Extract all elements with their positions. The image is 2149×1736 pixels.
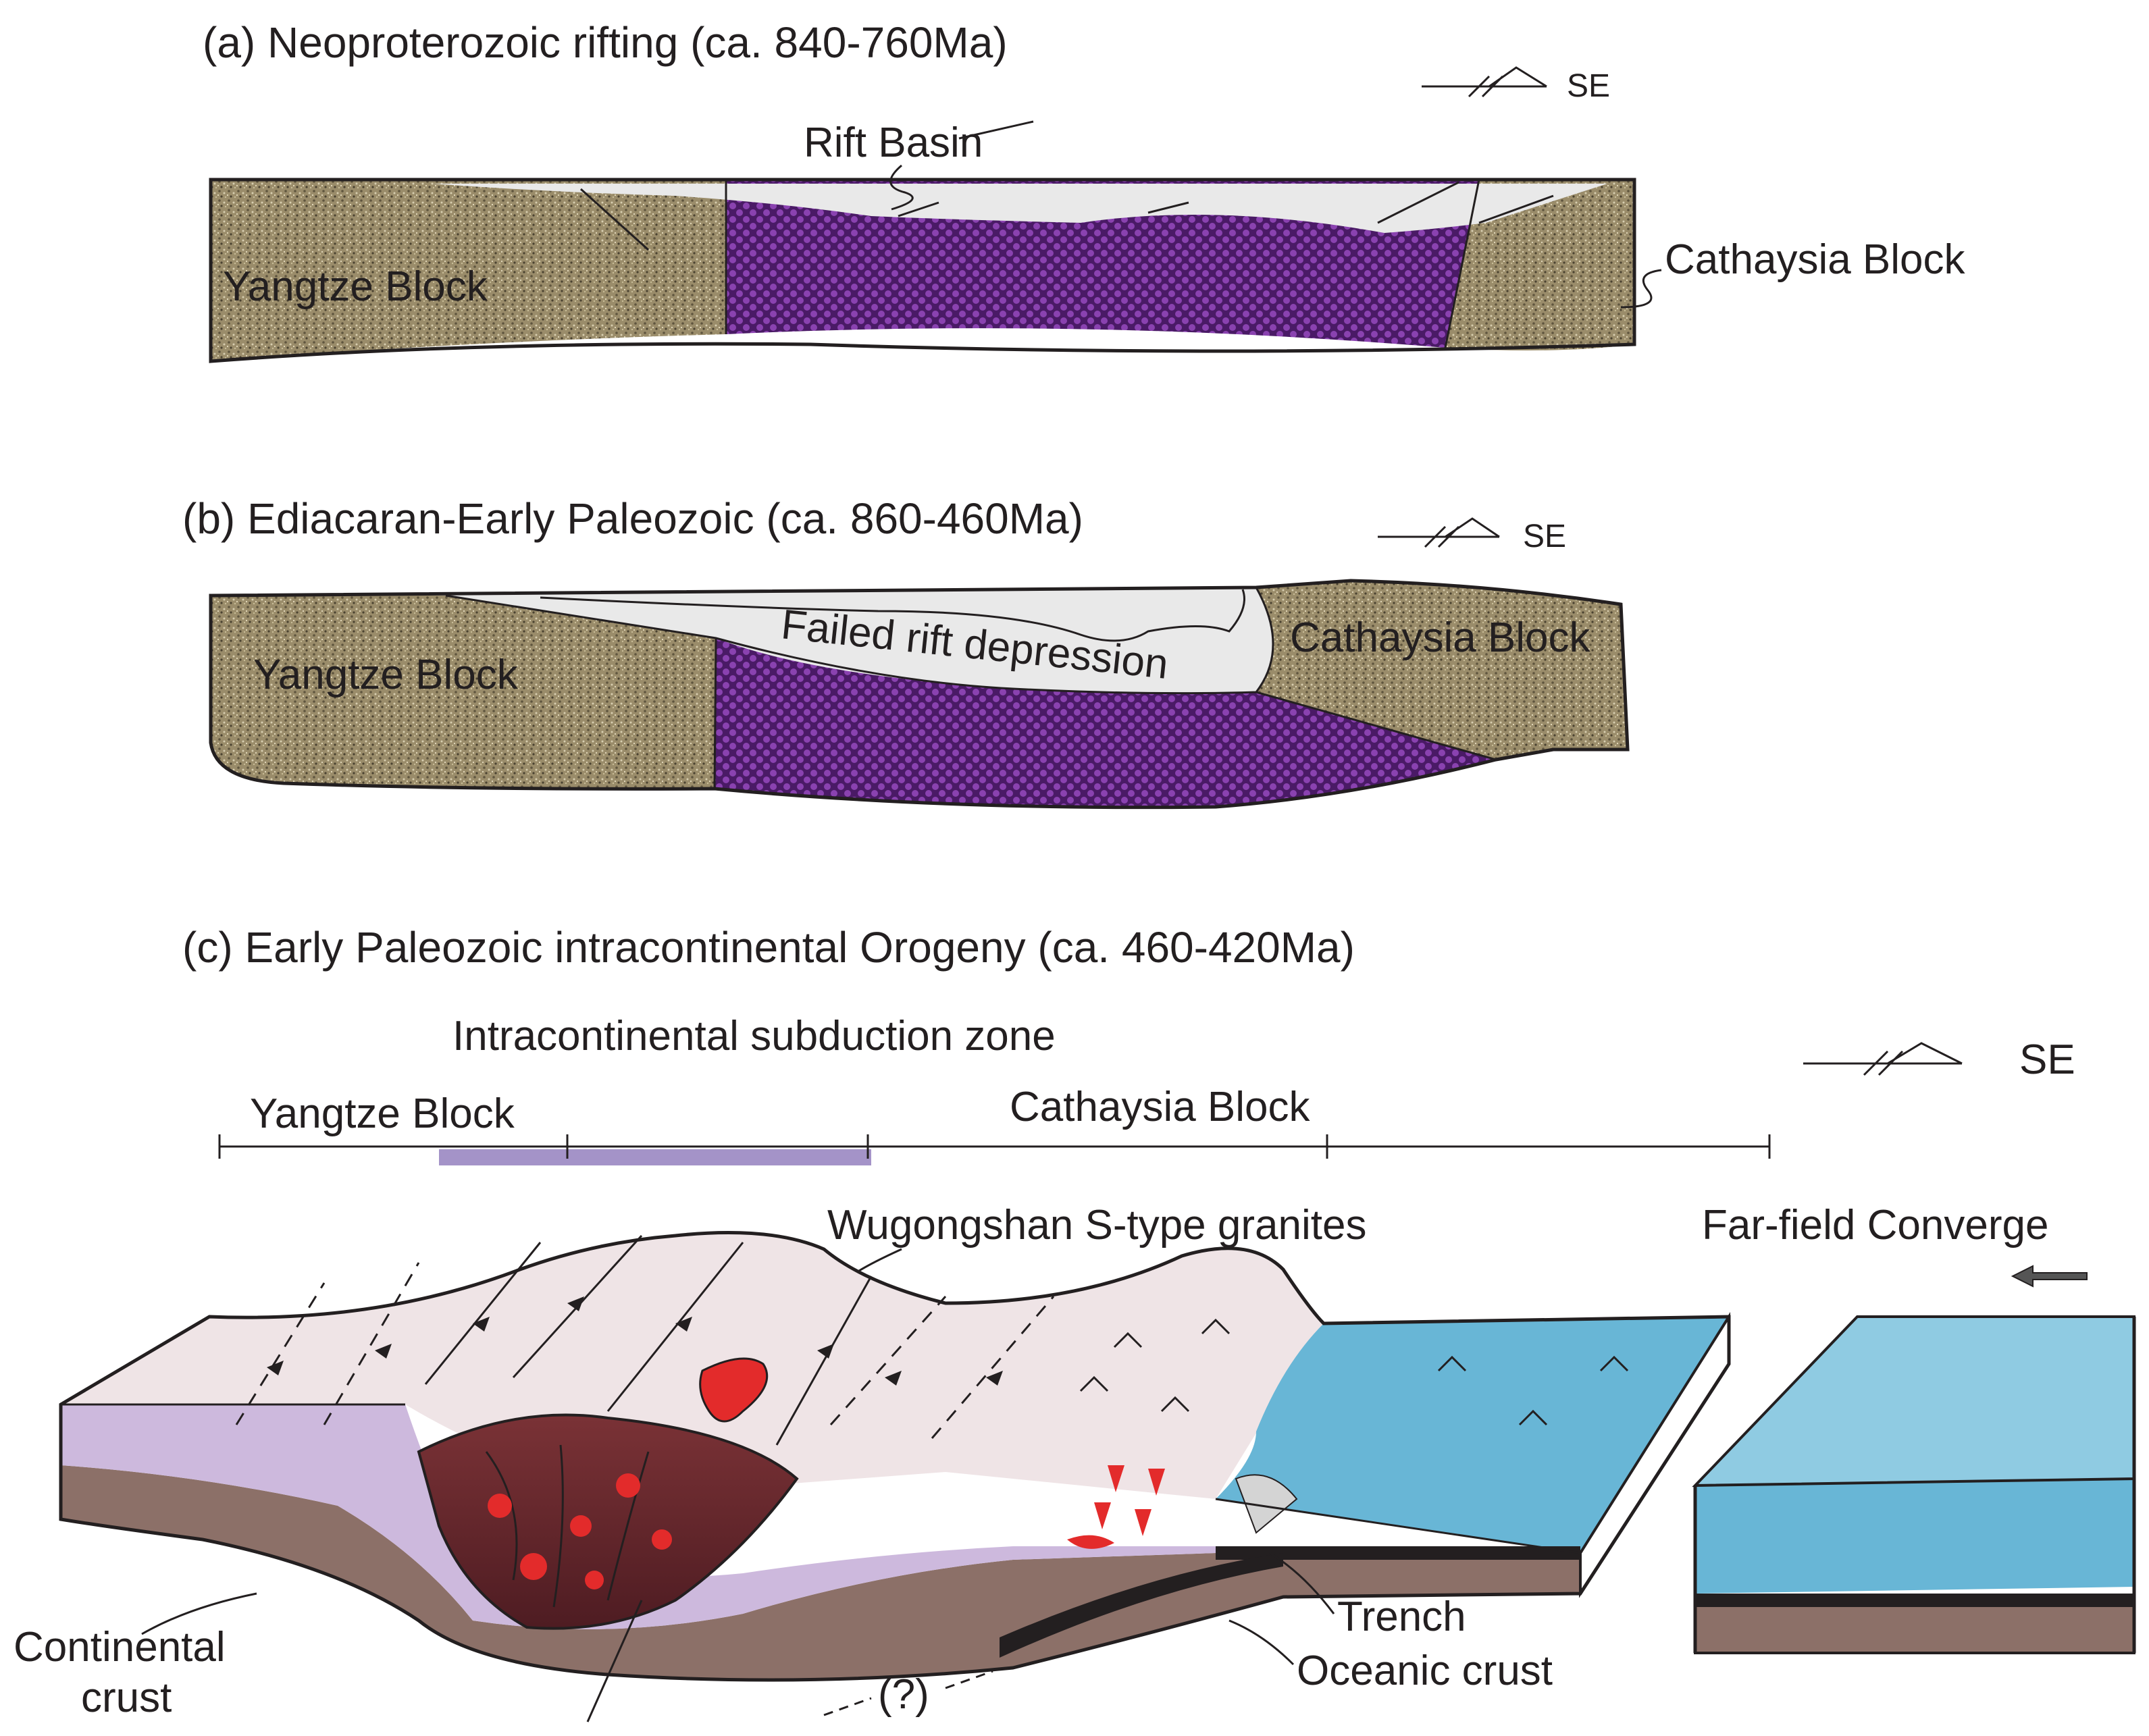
middle-crust-layer bbox=[61, 1404, 1216, 1629]
far-ocean-black-layer bbox=[1695, 1594, 2134, 1606]
ocean-surface bbox=[1216, 1317, 1729, 1553]
uncertain-dashed-line bbox=[823, 1670, 993, 1716]
panel-b-boundaries bbox=[445, 587, 1497, 789]
thrust-teeth bbox=[267, 1296, 1003, 1386]
wugongshan-granite-body bbox=[699, 1357, 769, 1423]
orogen-block-diagram bbox=[59, 1231, 2136, 1682]
dome-shear-zones bbox=[485, 1444, 650, 1608]
rift-basin-label: Rift Basin bbox=[804, 120, 983, 166]
dome-granites bbox=[488, 1473, 672, 1589]
far-ocean-lower-layer bbox=[1694, 1604, 2135, 1654]
panel-b-cathaysia-label: Cathaysia Block bbox=[1290, 614, 1591, 661]
normal-faults bbox=[579, 181, 1554, 251]
panel-a: (a) Neoproterozoic rifting (ca. 840-760M… bbox=[203, 18, 1966, 363]
north-break-icon bbox=[1863, 1042, 1963, 1076]
arc-magma-symbols bbox=[1067, 1465, 1165, 1549]
panel-b-yangtze-label: Yangtze Block bbox=[253, 652, 519, 698]
north-break-icon bbox=[1424, 517, 1500, 548]
rift-crust bbox=[715, 638, 1496, 808]
far-ocean-block-front bbox=[1695, 1479, 2134, 1594]
panel-a-title: (a) Neoproterozoic rifting (ca. 840-760M… bbox=[203, 18, 1008, 67]
panel-a-outline bbox=[209, 178, 1636, 363]
yangtze-block-body bbox=[211, 596, 716, 789]
cathaysia-block-body bbox=[1256, 581, 1628, 760]
panel-a-yangtze-label: Yangtze Block bbox=[223, 263, 488, 310]
uncertain-label: (?) bbox=[878, 1671, 929, 1718]
panel-b-direction: SE bbox=[1523, 519, 1566, 554]
yangtze-block-body bbox=[211, 180, 726, 361]
oceanic-crust-layer bbox=[1216, 1546, 1580, 1560]
continental-crust-label-1: Continental bbox=[14, 1624, 226, 1671]
oceanic-crust-label: Oceanic crust bbox=[1297, 1648, 1553, 1694]
failed-rift-depression-fill bbox=[446, 587, 1273, 693]
upper-crust-surface bbox=[61, 1232, 1324, 1499]
panel-b-se-arrow: SE bbox=[1378, 517, 1566, 554]
far-ocean-block-top bbox=[1692, 1315, 2135, 1488]
far-ocean-edges bbox=[1693, 1317, 2136, 1653]
granite-pluton bbox=[585, 1571, 604, 1589]
north-break-icon bbox=[1468, 66, 1547, 98]
granite-pluton bbox=[488, 1494, 512, 1518]
volcanic-marks bbox=[1079, 1318, 1629, 1426]
panel-b-cross-section bbox=[209, 579, 1630, 810]
trench-wedge bbox=[1235, 1474, 1298, 1534]
panel-c: (c) Early Paleozoic intracontinental Oro… bbox=[14, 923, 2136, 1722]
rift-boundaries bbox=[725, 179, 1480, 348]
subduction-zone-bar bbox=[439, 1149, 871, 1165]
scale-ticks bbox=[218, 1134, 1771, 1159]
rift-basin-leader bbox=[889, 120, 1034, 211]
continental-crust-label-2: crust bbox=[81, 1675, 172, 1721]
panel-c-title: (c) Early Paleozoic intracontinental Oro… bbox=[182, 923, 1355, 972]
granite-pluton bbox=[652, 1529, 672, 1550]
granites-label: Wugongshan S-type granites bbox=[827, 1202, 1366, 1248]
block-edges bbox=[61, 1403, 1581, 1554]
panel-c-yangtze-label: Yangtze Block bbox=[250, 1090, 515, 1137]
trench-label: Trench bbox=[1337, 1594, 1466, 1640]
lower-crust-layer bbox=[61, 1465, 1580, 1680]
panel-a-direction: SE bbox=[1567, 68, 1610, 104]
trench-leader bbox=[1269, 1552, 1335, 1614]
panel-a-se-arrow: SE bbox=[1422, 66, 1610, 104]
panel-a-cathaysia-label: Cathaysia Block bbox=[1665, 236, 1966, 283]
continental-crust-leader bbox=[141, 1592, 257, 1635]
subducting-slab bbox=[1000, 1553, 1283, 1658]
granite-pluton bbox=[570, 1515, 592, 1537]
panel-b: (b) Ediacaran-Early Paleozoic (ca. 860-4… bbox=[182, 494, 1630, 810]
depression-inner-line bbox=[540, 589, 1245, 642]
converge-arrow-icon bbox=[2011, 1265, 2088, 1288]
panel-c-direction: SE bbox=[2019, 1036, 2075, 1083]
granite-pluton bbox=[616, 1473, 640, 1498]
oceanic-crust-leader bbox=[1228, 1619, 1295, 1666]
panel-c-se-arrow: SE bbox=[1803, 1036, 2075, 1083]
rift-crust bbox=[726, 180, 1479, 348]
block-scale-bar bbox=[218, 1134, 1771, 1165]
cathaysia-block-body bbox=[1445, 180, 1634, 350]
granite-pluton bbox=[520, 1553, 547, 1580]
converge-label: Far-field Converge bbox=[1702, 1202, 2048, 1248]
thrust-faults bbox=[235, 1234, 1055, 1446]
panel-c-cathaysia-label: Cathaysia Block bbox=[1010, 1084, 1311, 1130]
dome-leader bbox=[586, 1600, 643, 1722]
panel-a-cross-section bbox=[209, 178, 1636, 363]
subduction-zone-label: Intracontinental subduction zone bbox=[452, 1013, 1056, 1059]
panel-b-outline bbox=[209, 579, 1630, 810]
panel-b-title: (b) Ediacaran-Early Paleozoic (ca. 860-4… bbox=[182, 494, 1083, 543]
block-outline bbox=[59, 1231, 1731, 1682]
cathaysia-leader bbox=[1620, 269, 1662, 309]
